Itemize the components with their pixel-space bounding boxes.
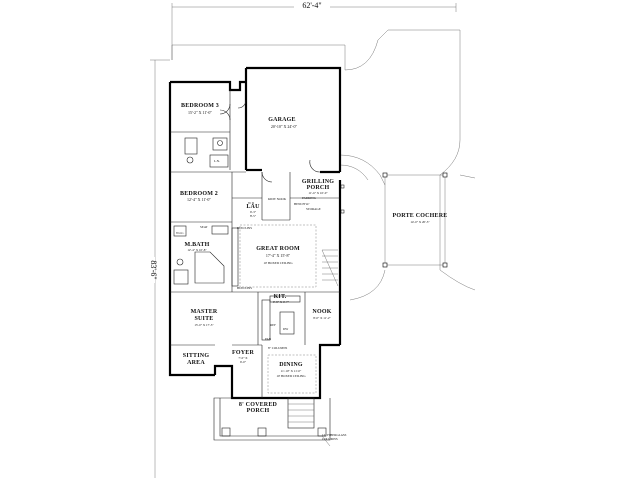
svg-text:LAU: LAU <box>246 204 260 210</box>
room-label-nook: NOOK 8'-0" X 11'-2" <box>312 309 331 320</box>
svg-text:PORTE COCHERE: PORTE COCHERE <box>393 213 448 219</box>
column-marker <box>340 209 345 214</box>
overall-width-label: 62'-4" <box>302 1 321 10</box>
svg-text:11'-6" X 10'-0": 11'-6" X 10'-0" <box>308 191 328 195</box>
svg-text:6'-3": 6'-3" <box>250 210 257 214</box>
note-storage: STORAGE <box>306 207 321 211</box>
room-label-garage: GARAGE 20'-10" X 24'-0" <box>268 117 297 129</box>
stairs <box>321 249 339 287</box>
note-ref: REF <box>270 323 276 327</box>
svg-text:9'-8" X 6'-7": 9'-8" X 6'-7" <box>273 300 290 304</box>
svg-text:MASTER: MASTER <box>191 309 218 315</box>
svg-text:11'-10" X 11'-0": 11'-10" X 11'-0" <box>281 369 302 373</box>
note-ln: L.N. <box>214 159 220 163</box>
room-label-master-suite: MASTER SUITE 15'-0" X 17'-5" <box>191 309 218 327</box>
overall-depth-dimension: 83'-6" <box>145 59 170 478</box>
room-label-bedroom-3: BEDROOM 3 15'-2" X 11'-0" <box>181 103 219 115</box>
room-label-grilling-porch: GRILLING PORCH 11'-6" X 10'-0" <box>302 179 334 195</box>
svg-text:8'-0" X 11'-2": 8'-0" X 11'-2" <box>313 316 331 320</box>
note-kids-nook: KIDS' NOOK <box>268 197 287 201</box>
room-label-bedroom-2: BEDROOM 2 12'-4" X 11'-0" <box>180 191 218 202</box>
note-pan: PAN <box>265 337 272 341</box>
overall-width-dimension: 62'-4" <box>171 1 457 60</box>
svg-text:20'-10" X 24'-0": 20'-10" X 24'-0" <box>271 124 298 129</box>
svg-text:12'-4" X 11'-0": 12'-4" X 11'-0" <box>187 197 211 202</box>
svg-text:BEDROOM 2: BEDROOM 2 <box>180 191 218 197</box>
note-parking: PARKING <box>302 196 317 200</box>
room-label-dining: DINING 11'-10" X 11'-0" 10' BOXED CEILIN… <box>276 362 306 378</box>
plan-notes: KIDS' NOOK PARKING BENCH W/ STORAGE BUIL… <box>176 159 347 441</box>
exterior-walls <box>168 66 342 400</box>
svg-text:14'-0" X 20'-5": 14'-0" X 20'-5" <box>410 220 430 224</box>
svg-text:M.BATH: M.BATH <box>185 242 210 248</box>
column-marker <box>442 172 448 178</box>
svg-text:BEDROOM 3: BEDROOM 3 <box>181 103 219 109</box>
svg-text:GREAT ROOM: GREAT ROOM <box>256 246 300 252</box>
room-label-foyer: FOYER 7'-0" X 6'-0" <box>232 350 254 364</box>
svg-text:10' BOXED CEILING: 10' BOXED CEILING <box>263 261 293 265</box>
note-seat: SEAT <box>200 225 208 229</box>
svg-text:FOYER: FOYER <box>232 350 254 356</box>
room-label-mbath: M.BATH 12'-4" X 10'-8" <box>185 242 210 252</box>
note-fiberglass-columns: COLUMNS <box>322 437 338 441</box>
svg-text:6'-0": 6'-0" <box>240 360 247 364</box>
svg-text:8' COVERED: 8' COVERED <box>239 402 278 408</box>
svg-text:SITTING: SITTING <box>183 353 210 359</box>
note-columns: 8" COLUMNS <box>268 346 288 350</box>
svg-text:17'-4" X 15'-8": 17'-4" X 15'-8" <box>266 253 291 258</box>
note-wic: W.I.C. <box>176 231 184 235</box>
note-built-ins-1: BUILT-INS <box>237 226 252 230</box>
porch-steps <box>287 397 315 429</box>
column-marker <box>442 262 448 268</box>
svg-text:10' BOXED CEILING: 10' BOXED CEILING <box>276 374 306 378</box>
note-wd: W D <box>248 201 255 205</box>
svg-text:AREA: AREA <box>187 360 205 366</box>
svg-text:KIT.: KIT. <box>274 294 287 300</box>
column-marker <box>382 172 388 178</box>
svg-text:15'-2" X 11'-0": 15'-2" X 11'-0" <box>188 110 212 115</box>
svg-text:12'-4" X 10'-8": 12'-4" X 10'-8" <box>187 248 207 252</box>
svg-text:8'-5": 8'-5" <box>250 214 257 218</box>
svg-text:GRILLING: GRILLING <box>302 179 334 185</box>
overall-depth-label: 83'-6" <box>149 260 158 279</box>
note-fiberglass: 12" FIBERGLASS <box>322 433 347 437</box>
column-marker <box>382 262 388 268</box>
room-label-sitting-area: SITTING AREA <box>183 353 210 366</box>
svg-text:SUITE: SUITE <box>194 316 213 322</box>
svg-text:7'-0" X: 7'-0" X <box>238 356 248 360</box>
note-dw: DW <box>283 327 288 331</box>
svg-text:PORCH: PORCH <box>307 185 330 191</box>
room-label-covered-porch: 8' COVERED PORCH <box>239 402 278 414</box>
room-label-lau: LAU 6'-3" 8'-5" <box>246 204 260 218</box>
room-label-porte-cochere: PORTE COCHERE 14'-0" X 20'-5" <box>393 213 448 224</box>
room-label-great-room: GREAT ROOM 17'-4" X 15'-8" 10' BOXED CEI… <box>256 246 300 265</box>
svg-text:NOOK: NOOK <box>312 309 331 315</box>
interior-walls <box>170 90 340 447</box>
svg-text:GARAGE: GARAGE <box>268 117 296 123</box>
column-marker <box>340 184 345 189</box>
room-label-kit: KIT. 9'-8" X 6'-7" <box>273 294 290 304</box>
note-built-ins-2: BUILT-INS <box>237 286 252 290</box>
note-bench: BENCH W/ <box>294 202 310 206</box>
svg-text:PORCH: PORCH <box>247 408 270 414</box>
svg-text:15'-0" X 17'-5": 15'-0" X 17'-5" <box>194 323 214 327</box>
svg-text:DINING: DINING <box>279 362 303 368</box>
